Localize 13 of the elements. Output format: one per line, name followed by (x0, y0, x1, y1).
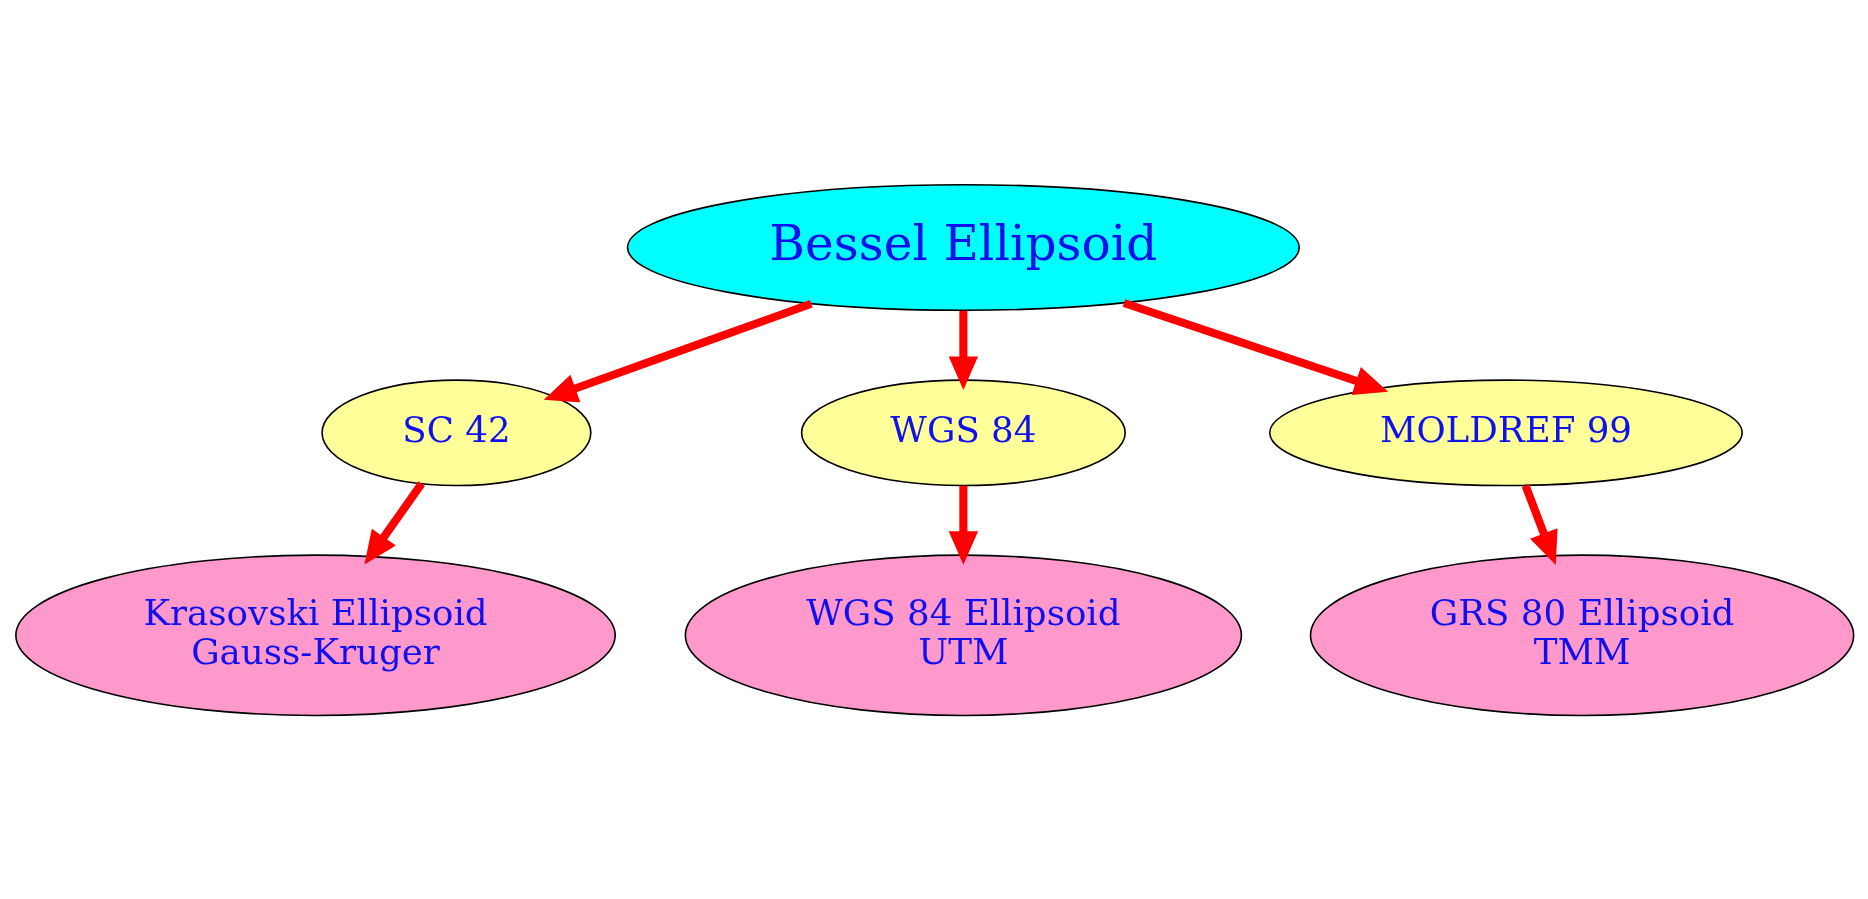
arrow (363, 480, 425, 565)
arrow (1521, 483, 1558, 565)
node-ellipse: MOLDREF 99 (1268, 378, 1743, 486)
node-ellipse: WGS 84 (800, 378, 1126, 486)
node-ellipse: Bessel Ellipsoid (626, 183, 1300, 311)
node-ellipse: GRS 80 Ellipsoid TMM (1309, 553, 1854, 716)
node-ellipse: Krasovski Ellipsoid Gauss-Kruger (14, 553, 616, 716)
arrow (1122, 298, 1388, 395)
arrow (948, 485, 978, 565)
node-ellipse: SC 42 (320, 378, 592, 486)
arrow (948, 310, 978, 390)
arrow (543, 299, 813, 402)
node-ellipse: WGS 84 Ellipsoid UTM (684, 553, 1242, 716)
